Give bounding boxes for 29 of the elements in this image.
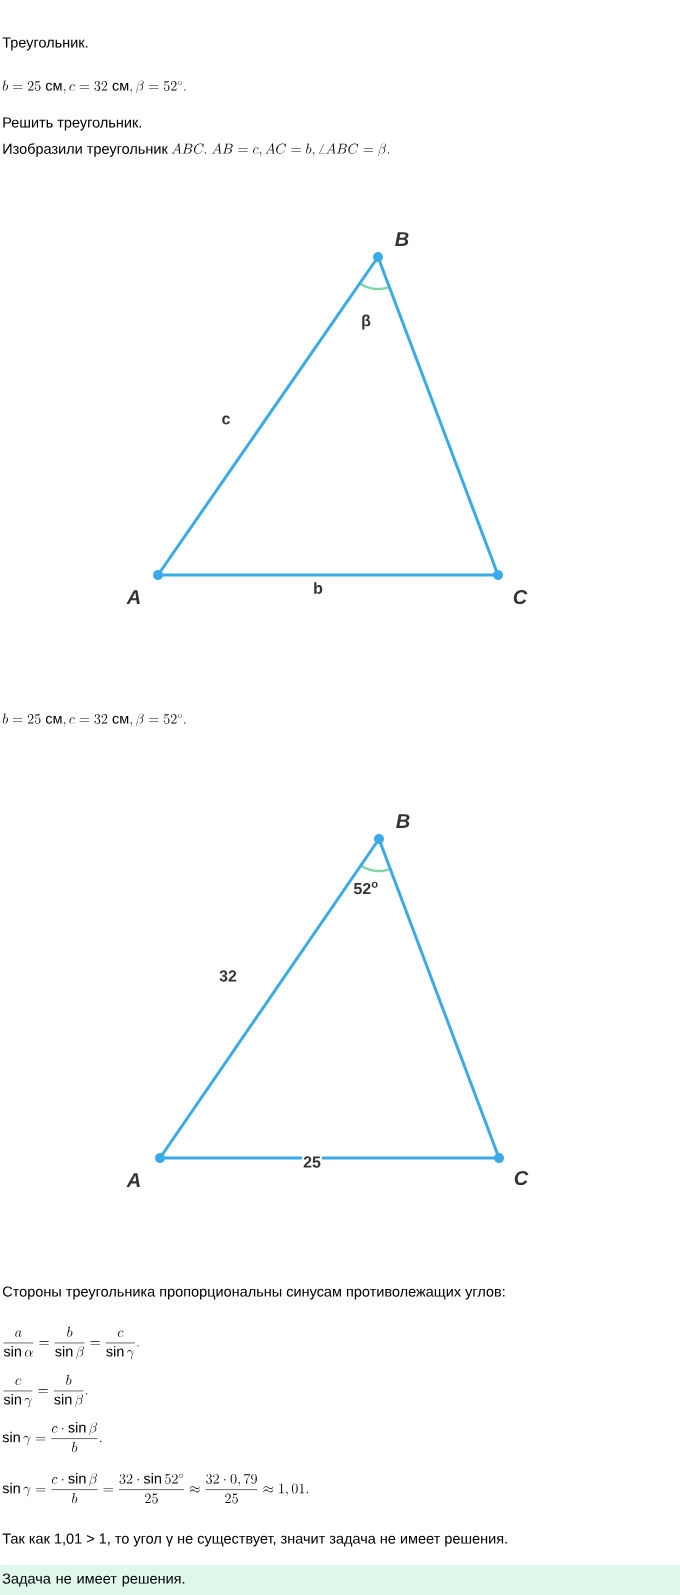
- formula: $b = 25\text{ см}, c = 32\text{ см}, \beta = 52^\circ.$: [2, 713, 186, 727]
- formula: $b = 25\text{ см}, c = 32\text{ см}, \beta = 52^\circ.$: [2, 80, 186, 94]
- formula: $\frac{c}{\sin\gamma} = \frac{b}{\sin\beta}.$: [3, 1374, 88, 1408]
- triangle-side: [156, 256, 380, 576]
- vertex-label: A: [126, 590, 140, 604]
- side-label: b: [312, 581, 324, 595]
- text-line: Так как 1,01 > 1, то угол γ не существует, значит задача не имеет решения.: [2, 1533, 507, 1547]
- side-label: c: [220, 414, 232, 426]
- formula: $\sin\gamma = \frac{c\cdot\sin\beta}{b} = \frac{32\cdot\sin 52^\circ}{25} \approx \frac{32\cdot 0,79}{25} \approx 1,01.$: [2, 1472, 309, 1504]
- vertex-label: B: [396, 814, 410, 828]
- vertex-label: B: [395, 232, 409, 246]
- angle-label: β: [362, 314, 371, 330]
- vertex-label: C: [513, 589, 528, 605]
- triangle-side: [158, 838, 381, 1159]
- text-line: Стороны треугольника пропорциональны синусам противолежащих углов:: [2, 1286, 505, 1300]
- side-label: 32: [218, 969, 238, 983]
- side-label: 25: [302, 1155, 322, 1169]
- vertex-label: A: [126, 1173, 140, 1187]
- answer-band: Задача не имеет решения.: [0, 1565, 680, 1595]
- text-line: Треугольник.: [2, 37, 88, 51]
- triangle-side: [376, 256, 500, 576]
- formula: $ABC.\ AB = c, AC = b, \angle ABC = \beta.$: [171, 143, 390, 157]
- text-line: Изобразили треугольник: [3, 143, 168, 157]
- formula: $\frac{a}{\sin\alpha} = \frac{b}{\sin\beta} = \frac{c}{\sin\gamma}.$: [3, 1326, 139, 1360]
- angle-label: 52$^{o}$: [353, 881, 378, 895]
- triangle-side: [377, 838, 501, 1159]
- text-line: Решить треугольник.: [3, 117, 141, 131]
- formula: $\sin\gamma = \frac{c\cdot\sin\beta}{b}.$: [2, 1421, 102, 1453]
- vertex-label: C: [514, 1170, 529, 1186]
